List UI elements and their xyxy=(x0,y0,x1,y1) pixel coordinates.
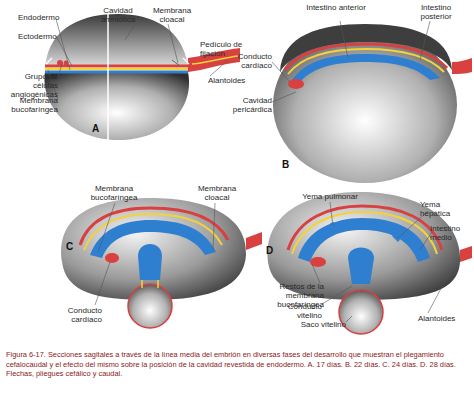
structure-label: Membrana bucofaríngea xyxy=(82,184,146,202)
structure-label: Grupo de células angiogénicas xyxy=(4,72,58,99)
structure-label: Conducto cardíaco xyxy=(226,52,272,70)
structure-label: Conducto vitelino xyxy=(262,302,322,320)
structure-label: Saco vitelino xyxy=(296,320,346,329)
figure-caption: Figura 6-17. Secciones sagitales a travé… xyxy=(6,350,468,379)
structure-label: Yema pulmonar xyxy=(300,192,360,201)
panel-letter: D xyxy=(266,246,278,255)
structure-label: Yema hepática xyxy=(420,200,472,218)
structure-label: Cavidad amniótica xyxy=(92,6,144,24)
structure-label: Membrana bucofaríngea xyxy=(4,96,58,114)
structure-label: Ectodermo xyxy=(18,32,68,41)
panel-b xyxy=(272,21,472,183)
panel-letter: C xyxy=(66,242,78,251)
structure-label: Intestino anterior xyxy=(306,3,366,12)
structure-label: Membrana cloacal xyxy=(190,184,244,202)
panel-letter: B xyxy=(282,160,294,169)
structure-label: Conducto cardíaco xyxy=(50,306,102,324)
structure-label: Cavidad pericárdica xyxy=(222,96,272,114)
structure-label: Endodermo xyxy=(18,13,68,22)
structure-label: Alantoides xyxy=(418,314,468,323)
structure-label: Intestino medio xyxy=(430,224,472,242)
structure-label: Alantoides xyxy=(208,76,258,85)
structure-label: Membrana cloacal xyxy=(146,6,198,24)
structure-label: Intestino posterior xyxy=(405,3,467,21)
panel-letter: A xyxy=(92,124,104,133)
